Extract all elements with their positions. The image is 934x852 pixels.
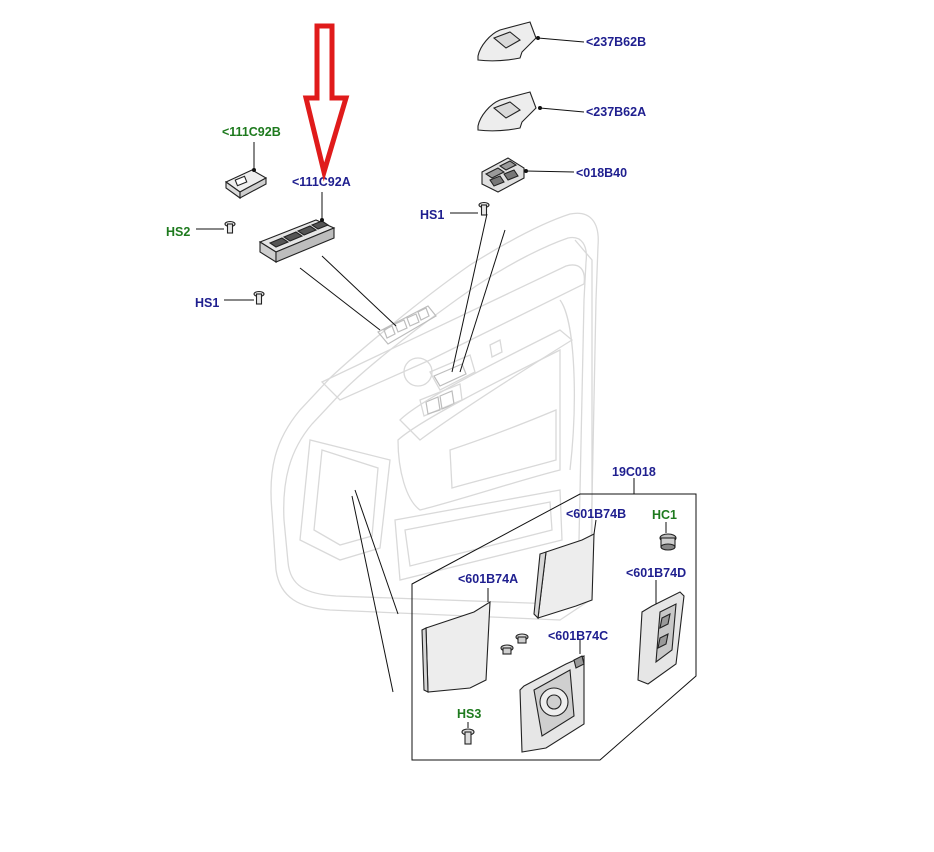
label-018B40: <018B40: [576, 166, 627, 180]
leader-kit-b: [351, 495, 394, 693]
label-hs3: HS3: [457, 707, 481, 721]
leader-018B40-a: [451, 213, 488, 373]
bracket-601B74D: [637, 580, 685, 685]
trim-237B62A: [477, 91, 585, 132]
label-hs1-left: HS1: [195, 296, 219, 310]
panel-601B74B: [533, 519, 597, 620]
kit-box-19C018: [411, 493, 697, 761]
panel-601B74A: [421, 588, 491, 693]
switch-018B40: [481, 157, 575, 193]
leader-111C92A-b: [321, 255, 397, 327]
label-601B74C: <601B74C: [548, 629, 608, 643]
label-hc1: HC1: [652, 508, 677, 522]
clip-hc1: [659, 522, 677, 551]
switch-pack-111C92A: [258, 192, 336, 263]
label-19C018: 19C018: [612, 465, 656, 479]
screw-hs2: [196, 220, 236, 234]
door-panel-outline: [270, 212, 599, 621]
label-601B74D: <601B74D: [626, 566, 686, 580]
label-111C92A: <111C92A: [292, 175, 351, 189]
leader-018B40-b: [459, 229, 506, 373]
screw-hs1-left: [224, 290, 265, 305]
label-601B74A: <601B74A: [458, 572, 518, 586]
leader-111C92A-a: [299, 267, 381, 331]
trim-237B62B: [477, 21, 585, 62]
leader-kit-a: [354, 489, 399, 615]
screw-hs1-right: [450, 201, 490, 216]
label-237B62B: <237B62B: [586, 35, 646, 49]
label-237B62A: <237B62A: [586, 105, 646, 119]
label-111C92B: <111C92B: [222, 125, 281, 139]
label-hs2: HS2: [166, 225, 190, 239]
screw-hs3: [461, 722, 475, 745]
bracket-601B74C: [519, 640, 585, 753]
cover-111C92B: [224, 142, 268, 200]
red-down-arrow-icon: [302, 23, 350, 182]
label-hs1-right: HS1: [420, 208, 444, 222]
fasteners-center: [500, 633, 529, 655]
label-601B74B: <601B74B: [566, 507, 626, 521]
